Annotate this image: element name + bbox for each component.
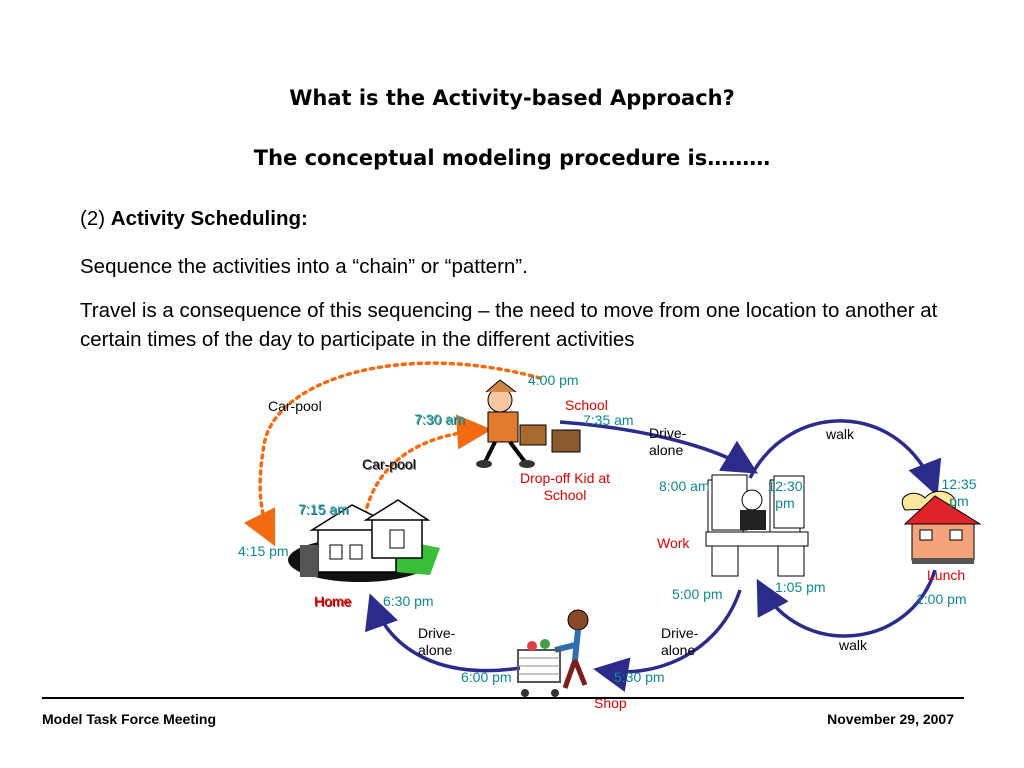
footer-meeting-name: Model Task Force Meeting xyxy=(42,711,216,727)
time-6-30-pm: 6:30 pm xyxy=(383,593,434,609)
time-5-00-pm: 5:00 pm xyxy=(672,586,723,602)
location-work: Work xyxy=(657,535,690,551)
step-heading: (2) Activity Scheduling: xyxy=(80,204,960,233)
mode-drive-alone-3: Drive- alone xyxy=(661,625,699,658)
time-4-15-pm: 4:15 pm xyxy=(238,543,289,559)
time-8-00-am: 8:00 am xyxy=(659,478,710,494)
time-4-00-pm: 4:00 pm xyxy=(528,372,579,388)
mode-carpool-top: Car-pool xyxy=(268,398,322,414)
mode-walk-top: walk xyxy=(826,426,855,442)
time-12-30-pm: 12:30 pm xyxy=(767,478,803,511)
time-1-00-pm: 1:00 pm xyxy=(916,591,967,607)
mode-drive-alone-1: Drive- alone xyxy=(649,425,687,458)
footer-divider xyxy=(42,697,964,699)
arc-school-to-work xyxy=(559,420,759,474)
mode-drive-alone-2: Drive- alone xyxy=(418,625,456,658)
shop-cart-icon xyxy=(517,609,589,697)
step-number: (2) xyxy=(80,207,106,230)
arc-home-to-school-carpool xyxy=(363,414,492,517)
paragraph-sequence: Sequence the activities into a “chain” o… xyxy=(80,255,528,278)
lunch-restaurant-icon xyxy=(902,490,982,564)
arc-school-to-home-carpool xyxy=(243,361,542,547)
school-kid-icon xyxy=(476,379,581,468)
footer-date: November 29, 2007 xyxy=(827,711,954,727)
arc-lunch-to-work-walk xyxy=(756,569,937,638)
time-7-30-am: 7:30 am xyxy=(414,411,465,427)
location-lunch: Lunch xyxy=(927,567,966,583)
home-icon xyxy=(288,499,440,582)
slide-title: What is the Activity-based Approach? xyxy=(289,86,735,110)
slide-subtitle: The conceptual modeling procedure is……… xyxy=(253,146,771,170)
location-shop: Shop xyxy=(594,695,627,711)
arc-shop-to-home xyxy=(365,593,521,673)
arc-work-to-lunch-walk xyxy=(748,419,942,497)
time-5-30-pm: 5:30 pm xyxy=(614,669,665,685)
arc-work-to-shop xyxy=(593,589,742,692)
step-title: Activity Scheduling: xyxy=(110,207,308,230)
time-1-05-pm: 1:05 pm xyxy=(775,579,826,595)
location-dropoff: Drop-off Kid at School xyxy=(519,470,610,503)
location-home: Home xyxy=(314,593,352,609)
time-7-35-am: 7:35 am xyxy=(583,412,634,428)
time-7-15-am: 7:15 am xyxy=(298,501,349,517)
mode-walk-bottom: walk xyxy=(839,637,868,653)
location-school: School xyxy=(565,397,608,413)
time-12-35-pm: 12:35 pm xyxy=(941,476,977,509)
work-desk-icon xyxy=(705,474,809,577)
paragraph-travel: Travel is a consequence of this sequenci… xyxy=(80,299,938,351)
time-6-00-pm: 6:00 pm xyxy=(461,669,512,685)
mode-carpool-mid: Car-pool xyxy=(362,456,416,472)
